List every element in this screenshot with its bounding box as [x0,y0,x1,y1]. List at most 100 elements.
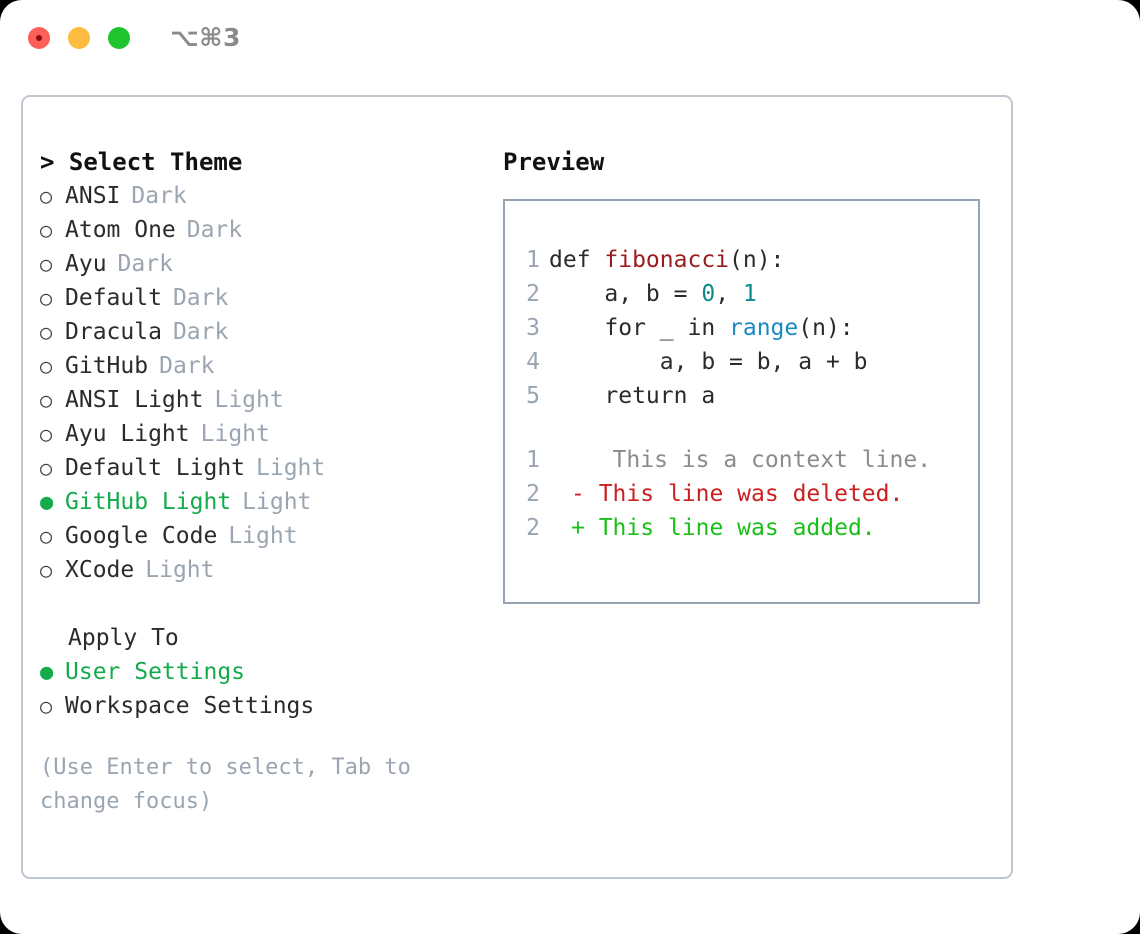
apply-to-option-user-settings[interactable]: ● User Settings [40,655,500,689]
apply-to-option-label: User Settings [65,659,246,685]
code-line: 1 def fibonacci(n): [505,243,978,277]
theme-option-label: Default [65,285,162,311]
apply-to-option-label: Workspace Settings [65,693,315,719]
theme-option-label: Dracula [65,319,162,345]
apply-to-option-workspace-settings[interactable]: ○ Workspace Settings [40,689,500,723]
code-line: 3 for _ in range(n): [505,311,978,345]
radio-selected-icon: ● [40,660,54,685]
radio-unselected-icon: ○ [40,524,53,548]
theme-variant-badge: Dark [186,217,243,243]
diff-line-number: 1 [526,447,540,473]
radio-unselected-icon: ○ [40,694,53,718]
theme-option-atom-one[interactable]: ○ Atom One Dark [40,213,500,247]
preview-heading: Preview [503,148,605,176]
radio-unselected-icon: ○ [40,286,53,310]
theme-option-label: Default Light [65,455,246,481]
maximize-window-button[interactable] [108,27,130,49]
theme-variant-badge: Light [242,489,312,515]
code-line-text: for _ in range(n): [549,311,854,345]
theme-variant-badge: Dark [131,183,187,209]
list-spacer [40,587,500,621]
theme-variant-badge: Light [214,387,284,413]
theme-option-label: ANSI Light [65,387,204,413]
diff-sample: 1 This is a context line. 2 - This line wa… [505,443,978,545]
keyboard-hint-text: (Use Enter to select, Tab to change focu… [40,755,425,814]
theme-option-default-light[interactable]: ○ Default Light Light [40,451,500,485]
radio-unselected-icon: ○ [40,456,53,480]
minimize-window-button[interactable] [68,27,90,49]
apply-to-list[interactable]: ● User Settings ○ Workspace Settings [40,655,500,723]
code-token-plain: def [549,247,605,273]
code-token-plain: , [715,281,743,307]
code-token-builtin: range [729,315,799,341]
theme-option-label: ANSI [65,183,121,209]
theme-variant-badge: Dark [159,353,215,379]
preview-gap [505,413,978,443]
diff-line-text: This line was added. [584,515,876,541]
theme-option-label: GitHub [65,353,149,379]
code-token-fn: fibonacci [604,247,730,273]
theme-option-label: XCode [65,557,135,583]
diff-line-add: 2 + This line was added. [505,511,978,545]
code-token-plain: a, b = [549,281,702,307]
theme-option-label: Ayu [65,251,107,277]
code-line-number: 4 [526,349,540,375]
code-line-number: 2 [526,281,540,307]
code-line-number: 5 [526,383,540,409]
theme-option-ansi[interactable]: ○ ANSI Dark [40,179,500,213]
radio-unselected-icon: ○ [40,388,53,412]
theme-option-label: Atom One [65,217,176,243]
theme-option-label: Ayu Light [65,421,190,447]
diff-line-text: This line was deleted. [584,481,904,507]
title-bar: ⌥⌘3 [0,0,1140,76]
radio-unselected-icon: ○ [40,558,53,582]
close-window-button[interactable] [28,27,50,49]
code-token-num: 0 [701,281,716,307]
diff-marker: + [571,515,585,541]
code-token-plain: (n): [729,247,785,273]
diff-line-number: 2 [526,481,540,507]
keyboard-shortcut-label: ⌥⌘3 [170,23,241,52]
theme-option-github[interactable]: ○ GitHub Dark [40,349,500,383]
code-token-plain: for _ in [549,315,730,341]
diff-line-context: 1 This is a context line. [505,443,978,477]
theme-option-label: GitHub Light [65,489,232,515]
diff-line-text: This is a context line. [584,447,932,473]
code-token-plain: a, b = b, a + b [549,349,868,375]
code-line-text: def fibonacci(n): [549,243,784,277]
radio-unselected-icon: ○ [40,320,53,344]
code-line-number: 3 [526,315,540,341]
radio-selected-icon: ● [40,490,54,515]
theme-variant-badge: Light [256,455,326,481]
code-token-num: 1 [742,281,757,307]
radio-unselected-icon: ○ [40,184,53,208]
radio-unselected-icon: ○ [40,354,53,378]
apply-to-heading: Apply To [68,625,179,651]
diff-marker: - [571,481,585,507]
theme-option-github-light[interactable]: ● GitHub Light Light [40,485,500,519]
diff-line-del: 2 - This line was deleted. [505,477,978,511]
theme-option-ansi-light[interactable]: ○ ANSI Light Light [40,383,500,417]
code-line-text: return a [549,379,715,413]
code-line: 2 a, b = 0, 1 [505,277,978,311]
code-line-text: a, b = b, a + b [549,345,868,379]
theme-option-xcode[interactable]: ○ XCode Light [40,553,500,587]
code-token-plain: (n): [798,315,854,341]
radio-unselected-icon: ○ [40,218,53,242]
theme-variant-badge: Dark [117,251,173,277]
radio-unselected-icon: ○ [40,422,53,446]
code-line: 5 return a [505,379,978,413]
diff-line-number: 2 [526,515,540,541]
theme-variant-badge: Light [145,557,215,583]
diff-marker [549,443,585,477]
code-line-number: 1 [526,247,540,273]
